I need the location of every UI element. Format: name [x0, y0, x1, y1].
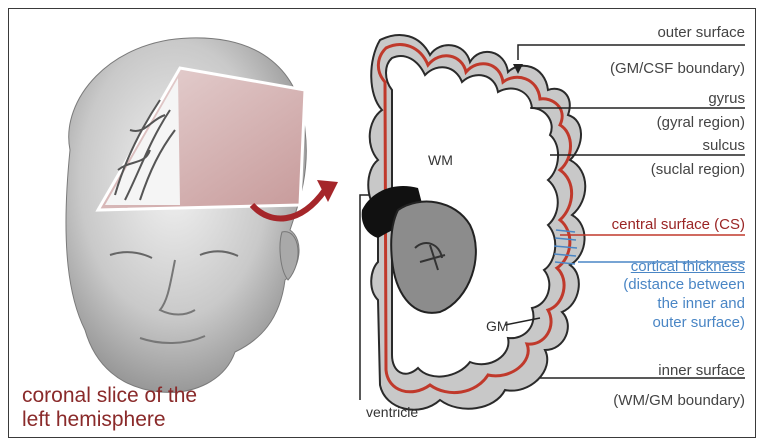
label-outer-surface-sub: (GM/CSF boundary): [610, 60, 745, 77]
caption-line-2: left hemisphere: [22, 408, 166, 432]
label-sulcus: sulcus: [702, 137, 745, 154]
label-central-surface: central surface (CS): [612, 216, 745, 233]
label-thickness-sub3: outer surface): [652, 314, 745, 331]
label-wm: WM: [428, 152, 453, 169]
caption-line-1: coronal slice of the: [22, 384, 197, 408]
label-gyrus-sub: (gyral region): [657, 114, 745, 131]
label-sulcus-sub: (suclal region): [651, 161, 745, 178]
label-cortical-thickness: cortical thickness: [631, 258, 745, 275]
label-thickness-sub2: the inner and: [657, 295, 745, 312]
label-outer-surface: outer surface: [657, 24, 745, 41]
label-gm: GM: [486, 318, 509, 335]
label-inner-surface: inner surface: [658, 362, 745, 379]
label-thickness-sub1: (distance between: [623, 276, 745, 293]
label-inner-surface-sub: (WM/GM boundary): [613, 392, 745, 409]
cortex-diagram: [360, 35, 585, 410]
leader-outer-surface: [518, 45, 745, 60]
label-ventricle: ventricle: [366, 404, 418, 421]
label-gyrus: gyrus: [708, 90, 745, 107]
